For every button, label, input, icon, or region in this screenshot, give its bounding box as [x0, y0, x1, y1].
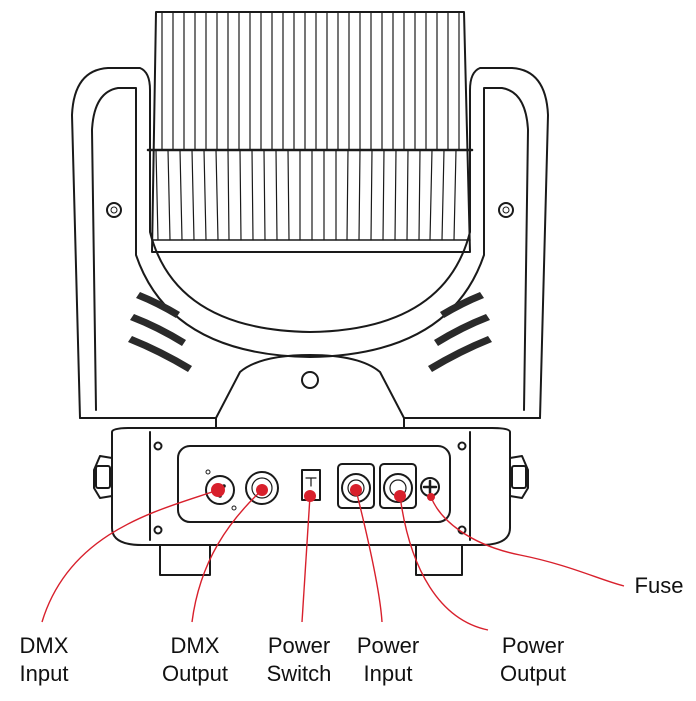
- connector-panel: [177, 445, 451, 523]
- label-power-input: Power Input: [356, 633, 420, 686]
- leader-dmx-input: [41, 489, 219, 623]
- dmx-output-connector: [245, 471, 279, 505]
- label-fuse: Fuse: [634, 573, 684, 598]
- leader-dmx-output: [191, 489, 263, 623]
- yoke-neck: [79, 354, 541, 429]
- leader-power-input: [355, 489, 383, 623]
- leader-fuse: [430, 496, 625, 587]
- label-dmx-input: DMX Input: [19, 633, 69, 686]
- callout-dots: [211, 483, 435, 502]
- vent-slots: [128, 292, 492, 372]
- leader-lines: [41, 489, 625, 631]
- leader-power-output: [399, 495, 489, 631]
- leader-power-switch: [301, 495, 311, 623]
- heat-sink: [146, 11, 474, 253]
- label-power-output: Power Output: [499, 633, 567, 686]
- label-power-switch: Power Switch: [266, 633, 332, 686]
- label-dmx-output: DMX Output: [161, 633, 229, 686]
- yoke: [71, 67, 549, 419]
